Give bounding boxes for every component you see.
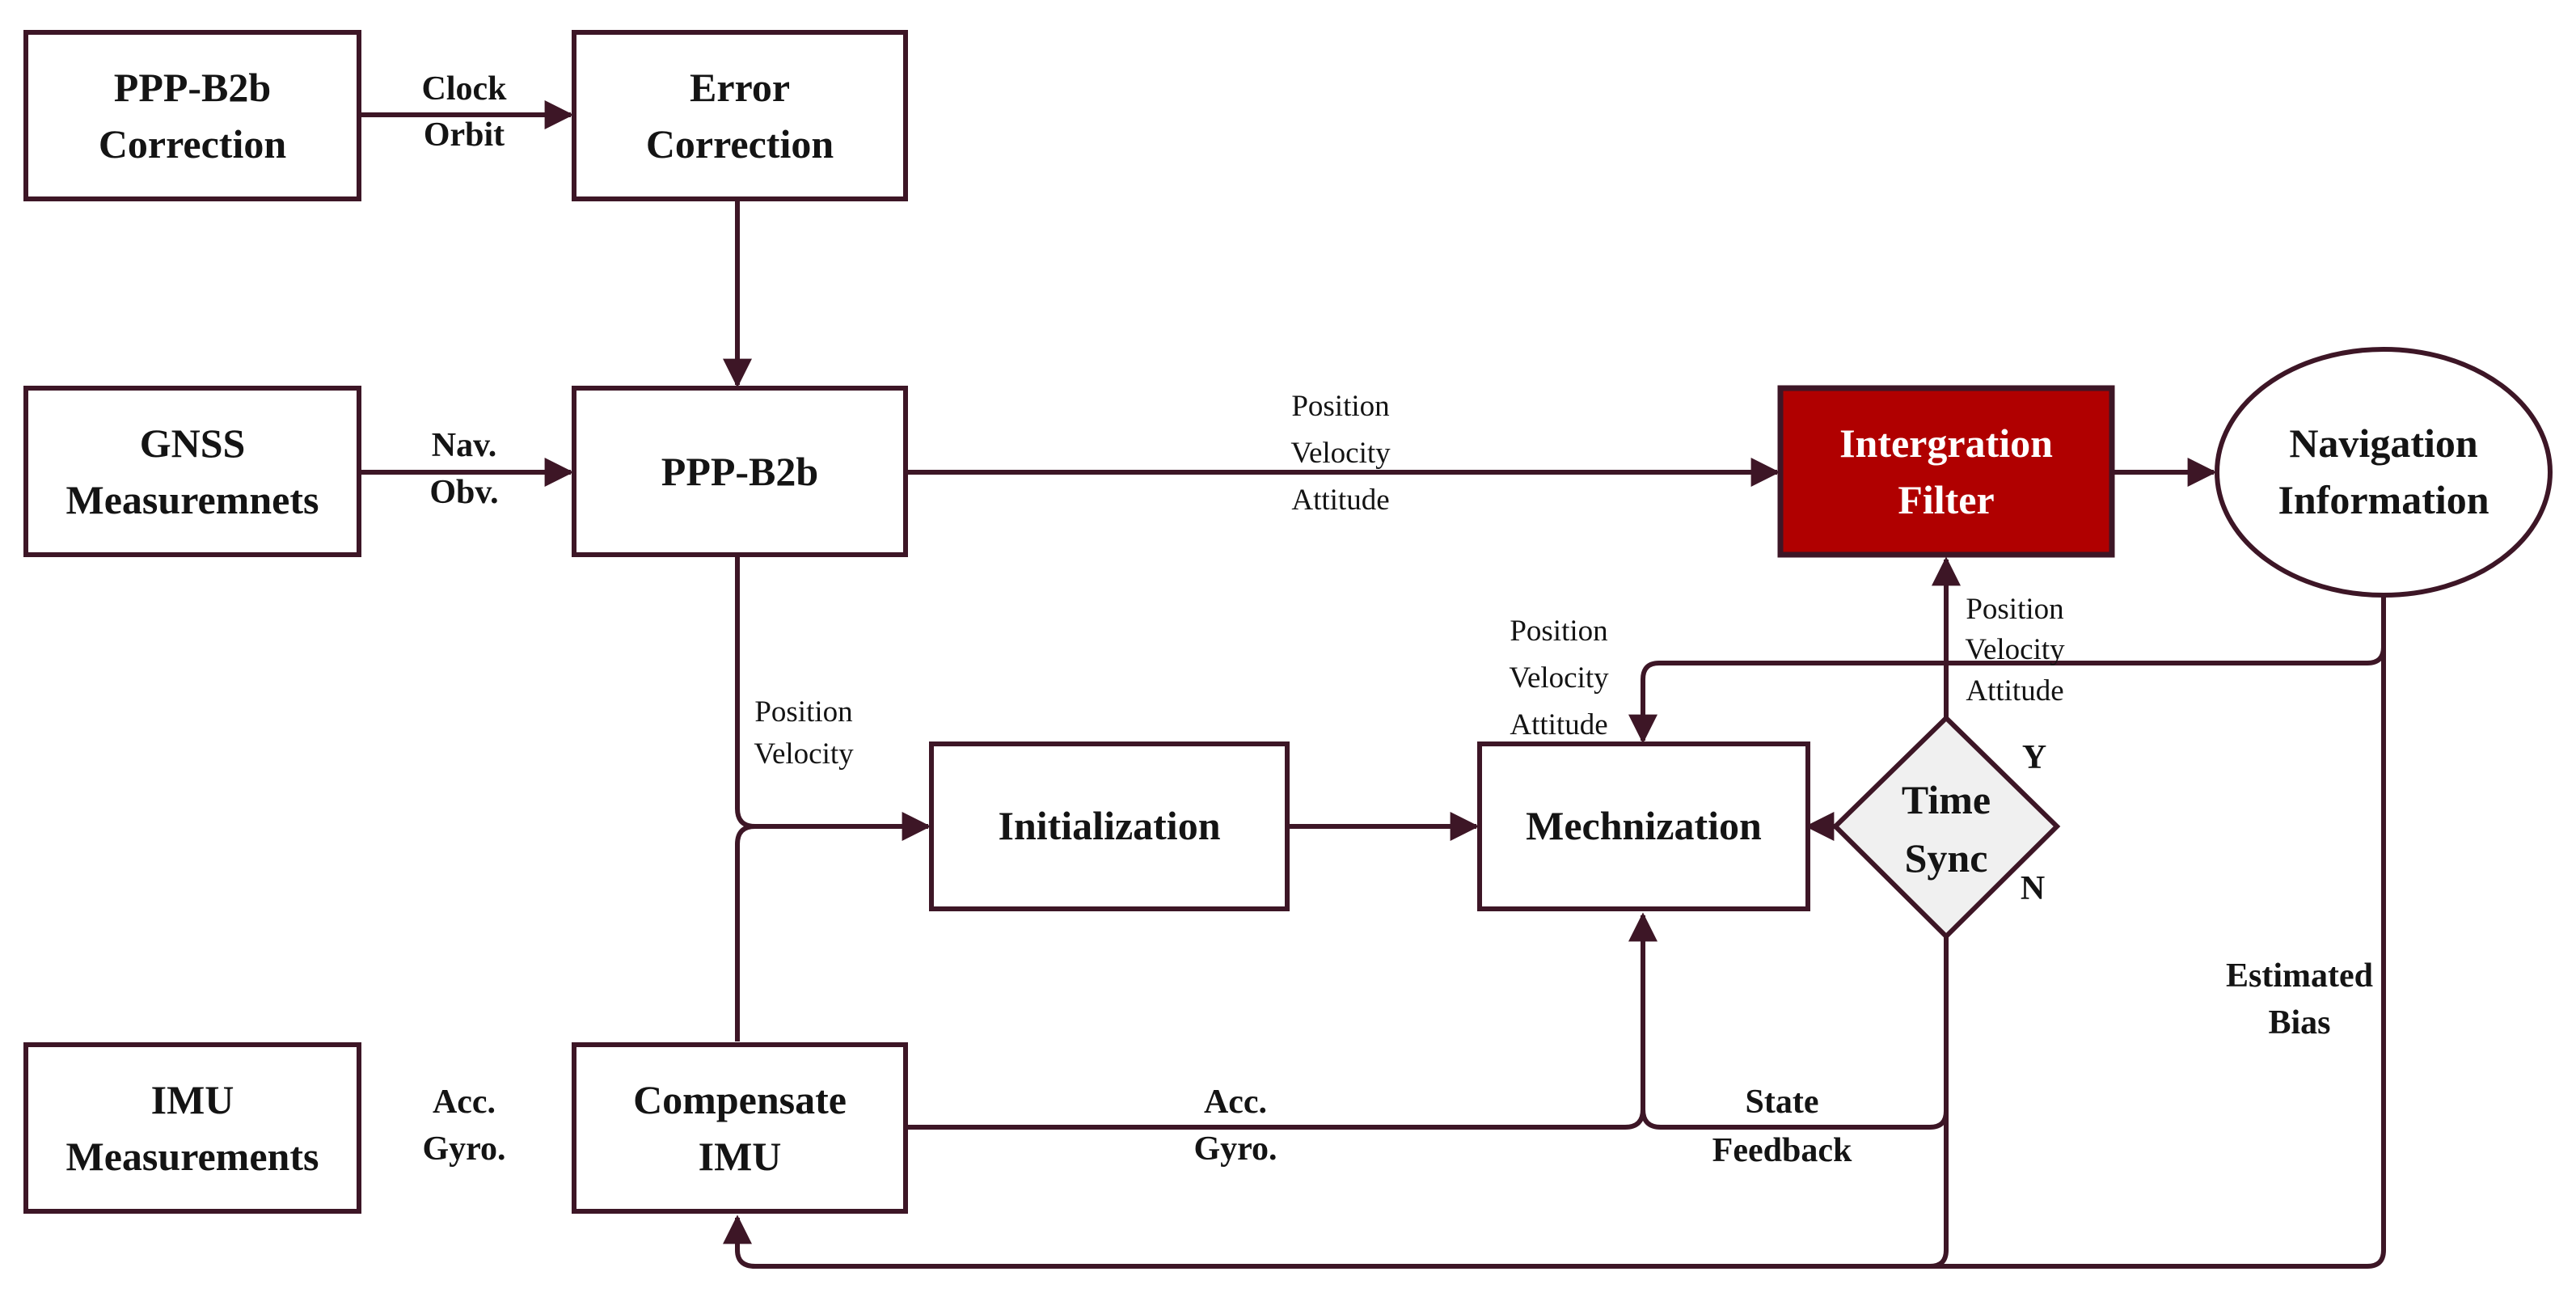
label-state-feedback-line2: Feedback	[1712, 1132, 1852, 1169]
label-nav-to-mech-line3: Attitude	[1510, 708, 1607, 741]
label-estimated-bias-line2: Bias	[2268, 1004, 2330, 1041]
node-ppp-b2b: PPP-B2b	[572, 386, 908, 557]
edge-sync-no-to-comp	[1929, 1111, 1949, 1269]
label-comp-to-mech-line1: Acc.	[1204, 1084, 1267, 1121]
node-navigation-information-line2: Information	[2278, 477, 2489, 522]
node-error-correction: Error Correction	[572, 30, 908, 201]
node-gnss-measurements: GNSS Measuremnets	[23, 386, 361, 557]
node-imu-measurements: IMU Measurements	[23, 1042, 361, 1214]
label-ppp-to-init-line2: Velocity	[754, 737, 854, 771]
node-imu-measurements-line2: Measurements	[66, 1134, 319, 1179]
node-initialization-label: Initialization	[998, 803, 1220, 848]
node-imu-measurements-line1: IMU	[151, 1077, 234, 1122]
node-compensate-imu-line1: Compensate	[633, 1077, 847, 1122]
node-initialization: Initialization	[929, 741, 1290, 911]
label-ppp-to-filter-line3: Attitude	[1291, 484, 1389, 517]
label-sync-to-filter-line1: Position	[1966, 593, 2063, 626]
node-error-correction-line2: Correction	[646, 121, 834, 167]
node-gnss-measurements-line1: GNSS	[140, 420, 246, 466]
label-state-feedback: State Feedback	[1712, 1084, 1852, 1169]
node-ppp-b2b-label: PPP-B2b	[661, 449, 818, 494]
node-error-correction-line1: Error	[690, 65, 790, 110]
edge-bias-to-comp	[723, 595, 2386, 1269]
label-estimated-bias-line1: Estimated	[2226, 957, 2373, 995]
node-gnss-measurements-line2: Measuremnets	[66, 477, 319, 522]
label-nav-obv: Nav. Obv.	[429, 427, 498, 511]
node-time-sync: Time Sync	[1831, 714, 2061, 940]
label-sync-to-filter-line3: Attitude	[1966, 674, 2063, 708]
node-ppp-b2b-correction: PPP-B2b Correction	[23, 30, 361, 201]
label-imu-to-comp: Acc. Gyro.	[422, 1084, 505, 1168]
node-compensate-imu-line2: IMU	[699, 1134, 782, 1179]
node-ppp-b2b-correction-line1: PPP-B2b	[114, 65, 271, 110]
edge-comp-to-mech	[906, 912, 1658, 1130]
node-mechanization: Mechnization	[1477, 741, 1810, 911]
label-ppp-to-init: Position Velocity	[754, 695, 854, 771]
label-clock-orbit-line2: Orbit	[424, 116, 505, 154]
label-nav-obv-line1: Nav.	[432, 427, 497, 464]
label-nav-obv-line2: Obv.	[429, 474, 498, 511]
label-nav-to-mech-line1: Position	[1510, 615, 1607, 648]
node-ppp-b2b-correction-line2: Correction	[99, 121, 287, 167]
edge-comp-to-init	[735, 824, 756, 1041]
node-integration-filter-line1: Intergration	[1839, 420, 2053, 466]
label-ppp-to-filter: Position Velocity Attitude	[1290, 390, 1391, 517]
label-sync-to-filter-line2: Velocity	[1965, 633, 2065, 666]
label-imu-to-comp-line2: Gyro.	[422, 1130, 505, 1168]
label-sync-no: N	[2021, 870, 2045, 907]
label-state-feedback-line1: State	[1746, 1084, 1819, 1121]
label-clock-orbit-line1: Clock	[422, 70, 508, 108]
label-sync-yes: Y	[2022, 739, 2046, 776]
label-comp-to-mech-line2: Gyro.	[1193, 1130, 1277, 1168]
node-navigation-information: Navigation Information	[2215, 347, 2553, 598]
node-time-sync-line2: Sync	[1905, 835, 1988, 881]
label-nav-to-mech-line2: Velocity	[1509, 661, 1609, 695]
node-mechanization-label: Mechnization	[1526, 803, 1762, 848]
label-sync-to-filter: Position Velocity Attitude	[1965, 593, 2065, 708]
node-compensate-imu: Compensate IMU	[572, 1042, 908, 1214]
edge-ppp-to-init	[735, 556, 931, 841]
label-estimated-bias: Estimated Bias	[2226, 957, 2373, 1041]
node-time-sync-line1: Time	[1902, 777, 1991, 822]
label-comp-to-mech: Acc. Gyro.	[1193, 1084, 1277, 1168]
node-integration-filter-line2: Filter	[1898, 477, 1994, 522]
label-ppp-to-filter-line1: Position	[1291, 390, 1389, 423]
label-imu-to-comp-line1: Acc.	[433, 1084, 496, 1121]
node-navigation-information-line1: Navigation	[2289, 420, 2478, 466]
label-clock-orbit: Clock Orbit	[422, 70, 508, 154]
node-integration-filter: Intergration Filter	[1777, 385, 2115, 558]
label-ppp-to-filter-line2: Velocity	[1290, 437, 1391, 470]
label-nav-to-mech: Position Velocity Attitude	[1509, 615, 1609, 741]
label-ppp-to-init-line1: Position	[754, 695, 852, 729]
